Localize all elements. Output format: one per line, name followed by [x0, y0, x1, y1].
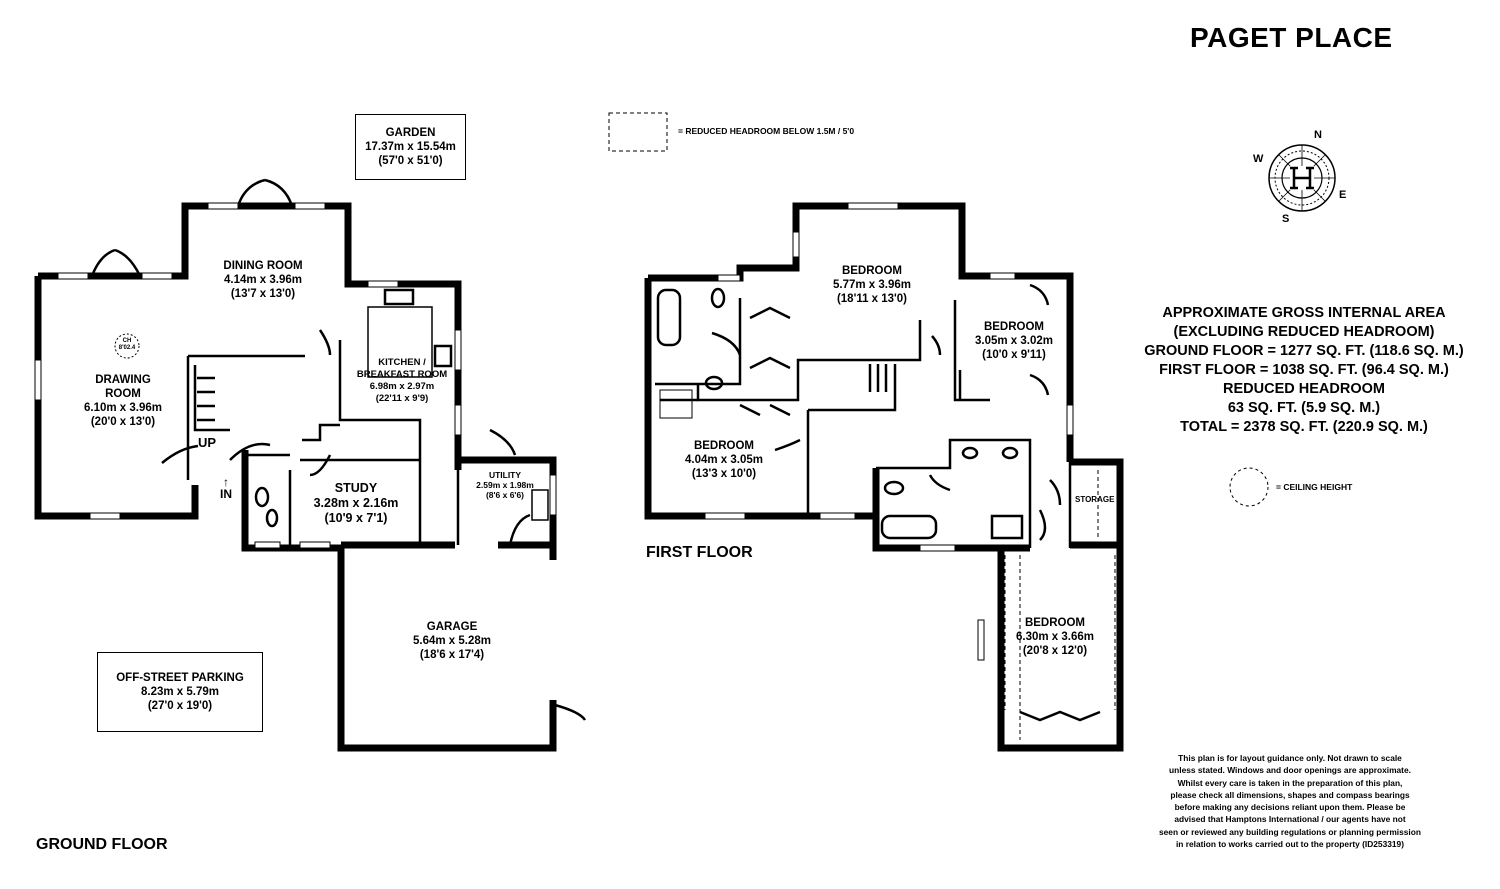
garage-imperial: (18'6 x 17'4) [419, 649, 485, 661]
ceiling-height-legend: = CEILING HEIGHT [1276, 482, 1353, 492]
garage-label: GARAGE 5.64m x 5.28m (18'6 x 17'4) [413, 620, 491, 662]
area-line-7: TOTAL = 2378 SQ. FT. (220.9 SQ. M.) [1180, 419, 1428, 435]
compass-north: N [1314, 129, 1322, 141]
drawing-room-name-2: ROOM [105, 388, 141, 400]
dining-room-imperial: (13'7 x 13'0) [230, 288, 296, 300]
kitchen-label: KITCHEN / BREAKFAST ROOM 6.98m x 2.97m (… [357, 357, 447, 405]
entrance-text: IN [220, 487, 232, 501]
ground-floor-label: GROUND FLOOR [36, 836, 168, 853]
entrance-label: ↑ IN [219, 476, 233, 500]
area-line-5: REDUCED HEADROOM [1223, 381, 1385, 397]
bedroom-4-name: BEDROOM [1024, 617, 1086, 629]
bedroom-3-name: BEDROOM [693, 440, 755, 452]
kitchen-name-1: KITCHEN / [378, 357, 426, 368]
area-line-1: APPROXIMATE GROSS INTERNAL AREA [1162, 305, 1446, 321]
area-summary: APPROXIMATE GROSS INTERNAL AREA (EXCLUDI… [1120, 304, 1488, 437]
bedroom-2-imperial: (10'0 x 9'11) [982, 349, 1046, 361]
disclaimer-line: This plan is for layout guidance only. N… [1178, 753, 1402, 763]
parking-label: OFF-STREET PARKING 8.23m x 5.79m (27'0 x… [97, 652, 263, 732]
dining-room-metric: 4.14m x 3.96m [223, 274, 303, 286]
bedroom-2-name: BEDROOM [983, 321, 1045, 333]
drawing-room-metric: 6.10m x 3.96m [83, 402, 163, 414]
ch-label-top: CH [122, 338, 132, 344]
bedroom-1-name: BEDROOM [841, 265, 903, 277]
reduced-headroom-symbol [608, 112, 668, 152]
kitchen-name-2: BREAKFAST ROOM [356, 369, 448, 380]
area-line-3: GROUND FLOOR = 1277 SQ. FT. (118.6 SQ. M… [1144, 343, 1464, 359]
garden-name: GARDEN [385, 127, 436, 139]
area-line-4: FIRST FLOOR = 1038 SQ. FT. (96.4 SQ. M.) [1159, 362, 1449, 378]
disclaimer-line: Whilst every care is taken in the prepar… [1177, 777, 1403, 788]
bedroom-1-imperial: (18'11 x 13'0) [836, 293, 908, 305]
area-line-6: 63 SQ. FT. (5.9 SQ. M.) [1227, 400, 1381, 416]
drawing-room-name-1: DRAWING [95, 374, 151, 386]
garden-metric: 17.37m x 15.54m [365, 141, 456, 153]
dining-room-label: DINING ROOM 4.14m x 3.96m (13'7 x 13'0) [223, 259, 302, 301]
bedroom-4-label: BEDROOM 6.30m x 3.66m (20'8 x 12'0) [1016, 616, 1094, 658]
reduced-headroom-legend: = REDUCED HEADROOM BELOW 1.5M / 5'0 [678, 126, 855, 136]
ch-label-bottom: 8'02.4 [118, 345, 136, 351]
ground-wall-drawing-top [38, 202, 462, 470]
first-floor-label: FIRST FLOOR [646, 544, 753, 561]
garden-imperial: (57'0 x 51'0) [378, 155, 443, 167]
garage-name: GARAGE [426, 621, 478, 633]
compass-west: W [1253, 153, 1264, 165]
disclaimer-line: unless stated. Windows and door openings… [1169, 765, 1411, 776]
first-wall-bath [872, 468, 1030, 552]
utility-label: UTILITY 2.59m x 1.98m (8'6 x 6'6) [476, 470, 534, 500]
disclaimer-line: before making any decisions reliant upon… [1174, 802, 1406, 813]
stairs-up-label: UP [198, 435, 217, 450]
garage-metric: 5.64m x 5.28m [412, 635, 492, 647]
disclaimer-line: advised that Hamptons International / ou… [1174, 814, 1406, 825]
compass-rose [1268, 144, 1336, 212]
parking-name: OFF-STREET PARKING [116, 672, 244, 684]
ceiling-height-symbol [1229, 467, 1269, 507]
entrance-arrow-icon: ↑ [223, 475, 229, 489]
drawing-room-label: DRAWING ROOM 6.10m x 3.96m (20'0 x 13'0) [84, 373, 162, 429]
bedroom-2-label: BEDROOM 3.05m x 3.02m (10'0 x 9'11) [975, 320, 1053, 362]
utility-metric: 2.59m x 1.98m [476, 480, 534, 490]
page-title: PAGET PLACE [1190, 22, 1393, 53]
utility-imperial: (8'6 x 6'6) [485, 490, 525, 500]
parking-metric: 8.23m x 5.79m [140, 686, 219, 698]
first-wall-left [644, 278, 876, 520]
first-wall-right [1070, 458, 1124, 549]
bedroom-1-label: BEDROOM 5.77m x 3.96m (18'11 x 13'0) [833, 264, 911, 306]
storage-label: STORAGE [1075, 495, 1115, 504]
kitchen-imperial: (22'11 x 9'9) [375, 393, 429, 404]
study-imperial: (10'9 x 7'1) [324, 511, 388, 525]
area-line-2: (EXCLUDING REDUCED HEADROOM) [1173, 324, 1435, 340]
bedroom-2-metric: 3.05m x 3.02m [974, 335, 1054, 347]
utility-name: UTILITY [488, 470, 522, 480]
ground-wall-garage [337, 545, 557, 752]
bedroom-4-imperial: (20'8 x 12'0) [1022, 645, 1088, 657]
garden-label: GARDEN 17.37m x 15.54m (57'0 x 51'0) [355, 114, 466, 180]
ch-marker [114, 333, 140, 359]
bedroom-3-imperial: (13'3 x 10'0) [691, 468, 757, 480]
study-label: STUDY 3.28m x 2.16m (10'9 x 7'1) [314, 481, 399, 526]
disclaimer-line: please check all dimensions, shapes and … [1170, 789, 1410, 800]
kitchen-metric: 6.98m x 2.97m [369, 381, 435, 392]
disclaimer-line: in relation to works carried out to the … [1175, 839, 1405, 850]
bedroom-3-label: BEDROOM 4.04m x 3.05m (13'3 x 10'0) [685, 439, 763, 481]
disclaimer: This plan is for layout guidance only. N… [1130, 752, 1450, 850]
parking-imperial: (27'0 x 19'0) [147, 700, 213, 712]
bedroom-1-metric: 5.77m x 3.96m [832, 279, 912, 291]
first-wall-bed4 [997, 545, 1124, 752]
disclaimer-line: seen or reviewed any building regulation… [1158, 826, 1421, 837]
compass-east: E [1339, 189, 1347, 201]
study-name: STUDY [334, 481, 378, 495]
study-metric: 3.28m x 2.16m [313, 496, 399, 510]
ch-label: CH 8'02.4 [119, 338, 135, 352]
drawing-room-imperial: (20'0 x 13'0) [90, 416, 156, 428]
bedroom-4-metric: 6.30m x 3.66m [1015, 631, 1095, 643]
compass-south: S [1282, 213, 1290, 225]
dining-room-name: DINING ROOM [223, 260, 303, 272]
bedroom-3-metric: 4.04m x 3.05m [684, 454, 764, 466]
